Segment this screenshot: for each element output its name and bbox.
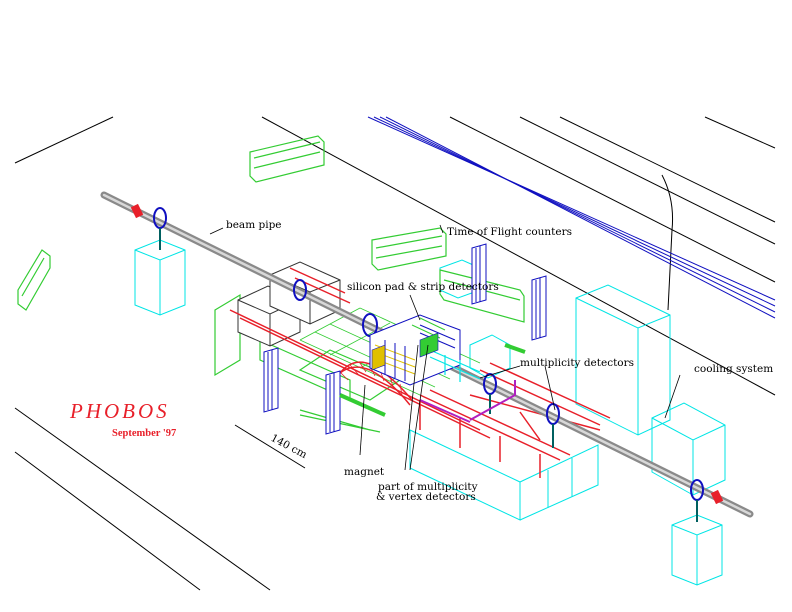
right-pedestal bbox=[671, 514, 723, 586]
tof-panel-left bbox=[17, 249, 51, 311]
label-vertex-2: & vertex detectors bbox=[376, 491, 476, 503]
label-cooling: cooling system bbox=[694, 363, 773, 375]
blue-rail bbox=[367, 116, 776, 319]
label-magnet: magnet bbox=[344, 466, 385, 478]
brand-date: September '97 bbox=[112, 428, 176, 439]
center-box bbox=[469, 334, 511, 379]
left-pedestal bbox=[134, 239, 186, 316]
magnet-plate-left bbox=[214, 293, 241, 377]
leader-lines bbox=[209, 224, 681, 471]
tof-panel-mid bbox=[371, 227, 447, 271]
multiplicity-elements bbox=[339, 343, 526, 423]
tof-panel-top bbox=[249, 135, 325, 183]
label-tof: Time of Flight counters bbox=[447, 226, 572, 238]
support-structures bbox=[134, 239, 726, 586]
hall-outline bbox=[14, 116, 776, 591]
tall-tower bbox=[575, 284, 671, 436]
label-multiplicity: multiplicity detectors bbox=[520, 357, 634, 369]
ring-supports bbox=[159, 228, 698, 522]
label-beam-pipe: beam pipe bbox=[226, 219, 282, 231]
silicon-detector bbox=[369, 314, 481, 386]
base-platform bbox=[409, 429, 599, 521]
pipe-flange-left bbox=[130, 203, 144, 219]
label-silicon: silicon pad & strip detectors bbox=[347, 281, 499, 293]
support-columns bbox=[263, 243, 547, 435]
pipe-flange-right bbox=[710, 489, 724, 505]
brand-title: PHOBOS bbox=[69, 399, 170, 423]
label-vertex-1: part of multiplicity bbox=[378, 481, 478, 493]
red-frames bbox=[229, 267, 611, 478]
label-dimension: 140 cm bbox=[269, 432, 309, 461]
